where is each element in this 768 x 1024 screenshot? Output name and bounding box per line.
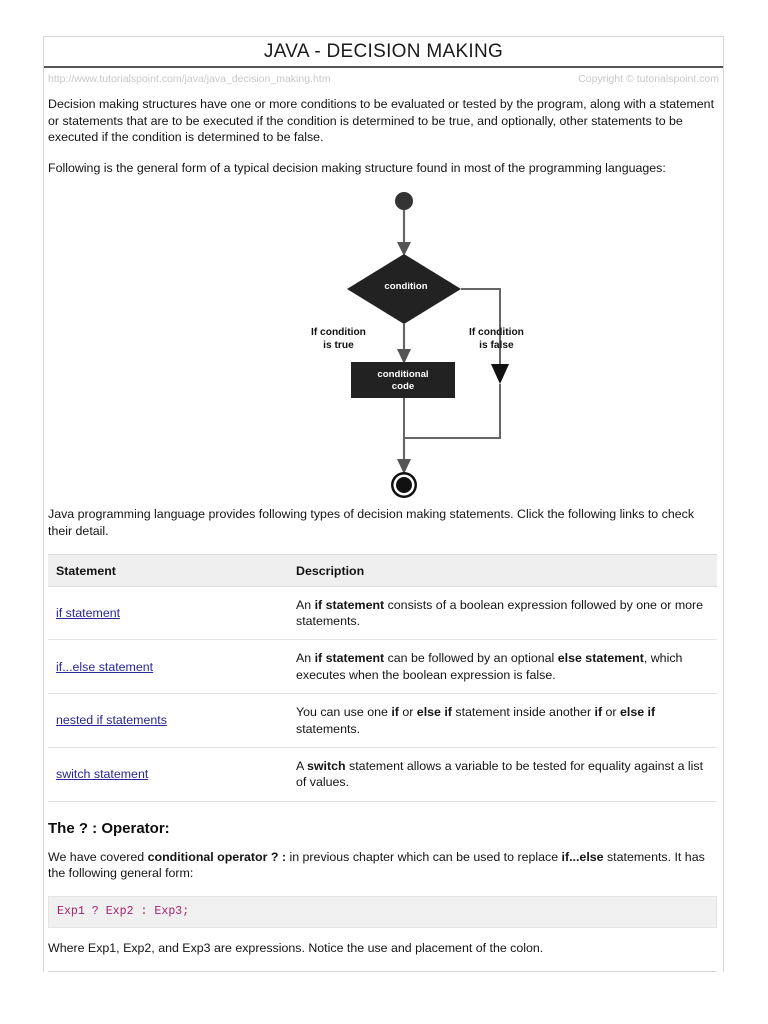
condition-diamond-icon: [347, 254, 461, 325]
plain-text: can be followed by an optional: [384, 651, 558, 666]
emphasis-text: conditional operator ? :: [147, 849, 287, 864]
arrowhead-to-code-icon: [397, 349, 411, 365]
closing-paragraph: Where Exp1, Exp2, and Exp3 are expressio…: [48, 941, 544, 955]
plain-text: An: [296, 651, 315, 666]
statement-link[interactable]: nested if statements: [56, 713, 167, 728]
cell-description: An if statement consists of a boolean ex…: [288, 586, 717, 641]
source-url: http://www.tutorialspoint.com/java/java_…: [48, 73, 331, 85]
statement-link[interactable]: if statement: [56, 605, 121, 620]
arrowhead-to-condition-icon: [397, 242, 411, 257]
statement-link[interactable]: if...else statement: [56, 659, 154, 674]
false-branch-label: If condition is false: [469, 326, 524, 352]
content-bottom-rule: [48, 970, 717, 972]
plain-text: statements.: [296, 721, 361, 736]
plain-text: A: [296, 759, 308, 773]
arrowhead-to-end-icon: [397, 459, 411, 475]
document-page: JAVA - DECISION MAKING http://www.tutori…: [43, 36, 724, 972]
true-branch-label: If condition is true: [311, 326, 366, 352]
table-row: if...else statement An if statement can b…: [48, 639, 717, 695]
code-node-label: conditional code: [355, 369, 451, 393]
emphasis-text: else if: [620, 705, 656, 720]
emphasis-text: if statement: [314, 597, 385, 612]
meta-bar: http://www.tutorialspoint.com/java/java_…: [44, 68, 723, 90]
emphasis-text: if statement: [314, 651, 385, 666]
arrowhead-false-branch-icon: [491, 364, 509, 385]
condition-node-label: condition: [384, 281, 428, 293]
plain-text: , which executes when the boolean expres…: [296, 651, 683, 682]
copyright-notice: Copyright © tutorialspoint.com: [578, 73, 719, 85]
code-block: Exp1 ? Exp2 : Exp3;: [48, 896, 717, 928]
page-title: JAVA - DECISION MAKING: [263, 40, 504, 62]
true-branch-label-line2: is true: [323, 340, 354, 352]
plain-text: statement allows a variable to be tested…: [296, 759, 704, 790]
operator-paragraph: We have covered conditional operator ? :…: [48, 849, 717, 882]
column-header-statement: Statement: [48, 553, 288, 587]
end-node-core-icon: [396, 477, 412, 494]
emphasis-text: if...else: [561, 849, 604, 864]
true-branch-label-line1: If condition: [311, 327, 366, 339]
flowchart-canvas: condition conditional code If condition …: [301, 188, 531, 500]
plain-text: or: [398, 705, 417, 720]
false-branch-label-line1: If condition: [469, 327, 524, 339]
cell-statement: switch statement: [48, 747, 288, 802]
cell-description: You can use one if or else if statement …: [288, 693, 717, 748]
plain-text: An: [296, 597, 315, 612]
plain-text: or: [602, 705, 620, 720]
document-content: Decision making structures have one or m…: [44, 90, 723, 972]
plain-text: statement inside another: [451, 705, 595, 720]
page-title-bar: JAVA - DECISION MAKING: [44, 36, 723, 68]
emphasis-text: if: [594, 705, 603, 720]
plain-text: You can use one: [296, 705, 392, 720]
code-node-label-line2: code: [391, 381, 415, 393]
statement-link[interactable]: switch statement: [56, 767, 149, 782]
flowchart-figure: condition conditional code If condition …: [48, 188, 717, 500]
emphasis-text: switch: [307, 759, 346, 773]
plain-text: in previous chapter which can be used to…: [286, 849, 562, 864]
cell-statement: if...else statement: [48, 639, 288, 695]
cell-description: An if statement can be followed by an op…: [288, 639, 717, 695]
start-node-icon: [395, 192, 413, 211]
plain-text: consists of a boolean expression followe…: [296, 597, 704, 628]
intro-paragraph-2: Following is the general form of a typic…: [48, 160, 666, 175]
flowchart-svg: [347, 192, 509, 499]
table-row: switch statement A switch statement allow…: [48, 747, 717, 802]
cell-statement: if statement: [48, 586, 288, 641]
code-node-label-line1: conditional: [377, 369, 429, 381]
intro-paragraph-1: Decision making structures have one or m…: [48, 97, 715, 145]
operator-section-heading: The ? : Operator:: [48, 819, 170, 837]
emphasis-text: if: [391, 705, 399, 720]
emphasis-text: else statement: [557, 651, 644, 666]
column-header-description: Description: [288, 553, 717, 587]
links-intro-paragraph: Java programming language provides follo…: [48, 507, 695, 538]
cell-description: A switch statement allows a variable to …: [288, 747, 717, 802]
table-header-row: Statement Description: [48, 553, 717, 587]
plain-text: statements. It has the following general…: [48, 849, 705, 881]
false-branch-label-line2: is false: [479, 340, 514, 352]
plain-text: We have covered: [48, 849, 148, 864]
emphasis-text: else if: [416, 705, 452, 720]
conditional-code-box-icon: [351, 362, 455, 399]
table-row: nested if statements You can use one if o…: [48, 693, 717, 748]
cell-statement: nested if statements: [48, 693, 288, 748]
